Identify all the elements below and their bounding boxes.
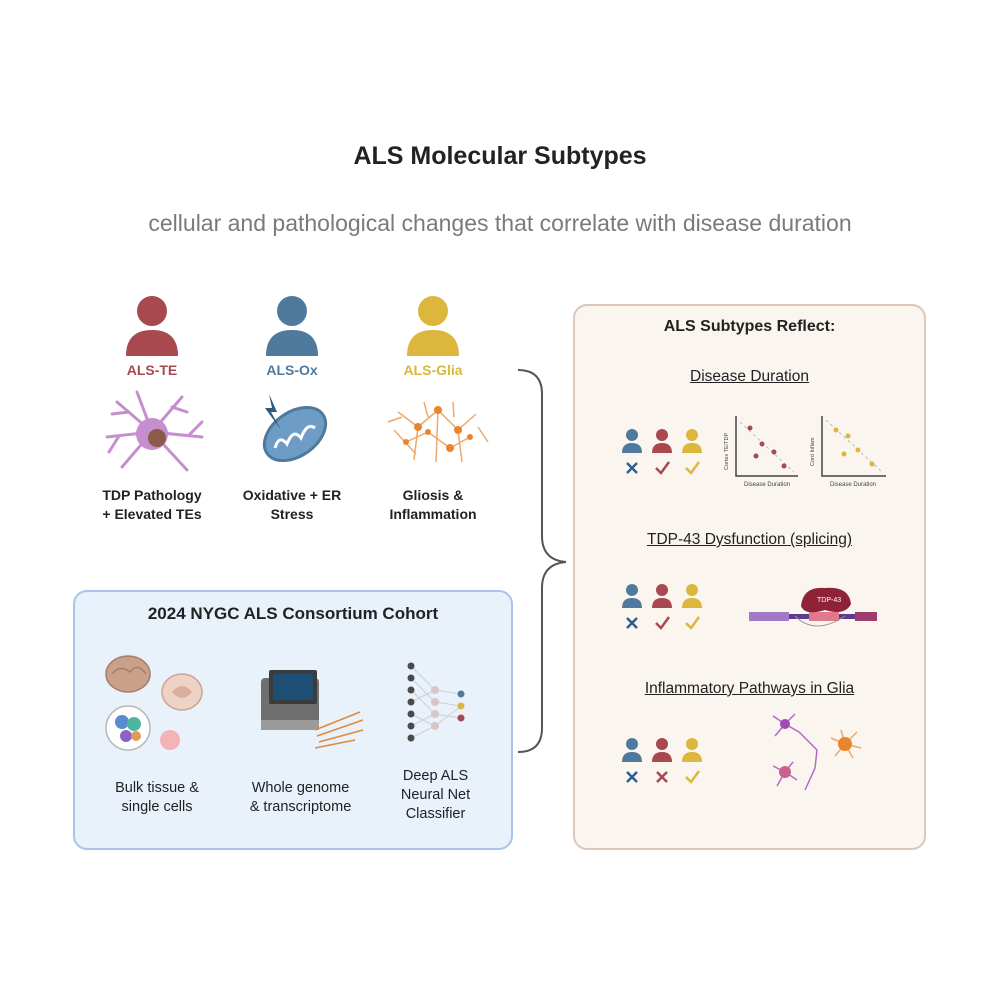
caption-line: Deep ALS: [402, 768, 469, 784]
subtype-name: ALS-Ox: [266, 362, 318, 378]
subtype-te: ALS-TE TDP Pathology + Elevated TEs: [77, 292, 227, 524]
subtype-name: ALS-TE: [126, 362, 178, 378]
sequencer-icon: [261, 670, 364, 749]
subtype-desc-1: Gliosis &: [402, 487, 464, 503]
caption-line: single cells: [121, 799, 193, 815]
subtype-desc-2: Inflammation: [389, 506, 477, 522]
cohort-item-genome: Whole genome & transcriptome: [228, 779, 373, 817]
check-icon: [655, 616, 671, 630]
subtype-mini-icons: [622, 738, 702, 784]
subtype-mini-icons: [622, 429, 702, 475]
caption-line: Whole genome: [251, 780, 350, 796]
person-icon: [407, 296, 459, 356]
neural-net-icon: [407, 662, 465, 742]
cohort-title: 2024 NYGC ALS Consortium Cohort: [147, 604, 439, 623]
cross-icon: [626, 617, 638, 629]
section-heading-duration: Disease Duration: [690, 368, 809, 385]
caption-line: Classifier: [405, 806, 466, 822]
section-heading-inflammatory: Inflammatory Pathways in Glia: [644, 680, 855, 697]
subtype-desc-2: + Elevated TEs: [102, 506, 202, 522]
neuron-icon: [105, 390, 204, 472]
subtype-desc-1: TDP Pathology: [102, 487, 202, 503]
protein-label: TDP-43: [817, 597, 841, 604]
cohort-item-classifier: Deep ALS Neural Net Classifier: [378, 767, 493, 824]
section-heading-tdp43: TDP-43 Dysfunction (splicing): [646, 531, 852, 548]
subtype-ox: ALS-Ox Oxidative + ER Stress: [217, 292, 367, 524]
cohort-item-tissue: Bulk tissue & single cells: [92, 779, 222, 817]
svg-text:Cortex TE/TDP: Cortex TE/TDP: [724, 432, 730, 470]
svg-text:Disease Duration: Disease Duration: [830, 482, 876, 488]
cross-icon: [626, 771, 638, 783]
page-title: ALS Molecular Subtypes: [353, 142, 647, 170]
check-icon: [685, 616, 701, 630]
mitochondrion-icon: [262, 394, 328, 463]
person-icon: [126, 296, 178, 356]
check-icon: [655, 461, 671, 475]
check-icon: [685, 461, 701, 475]
person-icon: [266, 296, 318, 356]
svg-text:Cord Inflam: Cord Inflam: [810, 437, 816, 466]
scatter-plot-glia: Cord Inflam Disease Duration: [810, 416, 886, 488]
subtype-desc-2: Stress: [270, 506, 314, 522]
svg-text:Disease Duration: Disease Duration: [744, 482, 790, 488]
subtype-desc-1: Oxidative + ER: [242, 487, 342, 503]
cross-icon: [656, 771, 668, 783]
page-subtitle: cellular and pathological changes that c…: [148, 210, 852, 236]
check-icon: [685, 770, 701, 784]
cross-icon: [626, 462, 638, 474]
subtype-name: ALS-Glia: [403, 362, 463, 378]
caption-line: Neural Net: [400, 787, 471, 803]
splicing-diagram-icon: TDP-43: [749, 587, 877, 627]
glia-inflammation-icon: [772, 713, 862, 791]
caption-line: Bulk tissue &: [115, 780, 199, 796]
caption-line: & transcriptome: [249, 799, 352, 815]
glia-cells-icon: [387, 401, 489, 463]
curly-brace-connector: [517, 369, 567, 753]
subtype-glia: ALS-Glia Gliosis & Inflammation: [358, 292, 508, 524]
tissue-icon: [105, 655, 203, 751]
scatter-plot-te: Cortex TE/TDP Disease Duration: [724, 416, 798, 488]
subtype-mini-icons: [622, 584, 702, 630]
reflect-title: ALS Subtypes Reflect:: [663, 318, 836, 335]
